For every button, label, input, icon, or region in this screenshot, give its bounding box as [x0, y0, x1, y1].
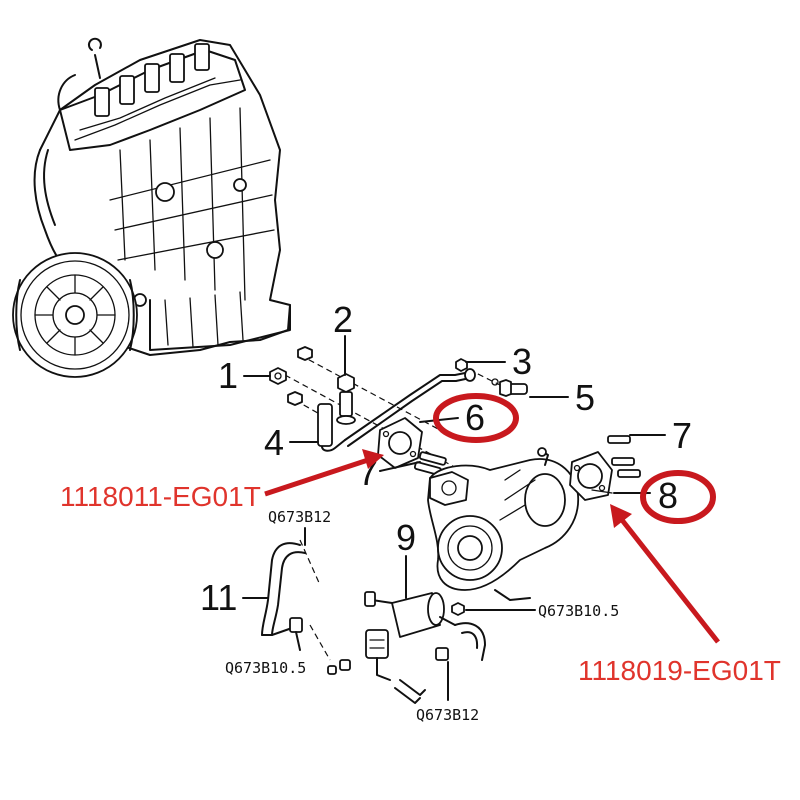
fastener-codes: Q673B12 Q673B10.5 Q673B10.5 Q673B12: [225, 508, 619, 724]
highlight-ring-8: [640, 470, 716, 524]
arrow-to-part-6: [264, 457, 369, 497]
part-4-oil-pipe: [317, 368, 476, 452]
part-6-number-label: 1118011-EG01T: [60, 481, 261, 512]
callout-3: 3: [512, 341, 532, 382]
callout-2: 2: [333, 299, 353, 340]
callout-11: 11: [200, 577, 237, 618]
part-2-union-bolt: [336, 373, 356, 425]
part-3-bolt: [455, 358, 499, 386]
part-8-number-label: 1118019-EG01T: [578, 655, 781, 686]
code-q673b105-right: Q673B10.5: [538, 602, 619, 620]
code-q673b12-bottom: Q673B12: [416, 706, 479, 724]
callout-4: 4: [264, 422, 284, 463]
part-7-studs-right: [607, 435, 641, 478]
code-q673b12-top: Q673B12: [268, 508, 331, 526]
part-11-hose: [261, 542, 306, 636]
callout-1: 1: [218, 355, 238, 396]
part-6-gasket: [377, 417, 423, 469]
leader-lines: [242, 335, 666, 701]
code-q673b105-left: Q673B10.5: [225, 659, 306, 677]
highlight-part-8: 1118019-EG01T: [578, 470, 781, 686]
callout-7-right: 7: [672, 415, 692, 456]
clip-q673b105: [451, 602, 465, 616]
part-5-stud: [499, 379, 528, 397]
vacuum-hose-right: [394, 622, 486, 704]
turbocharger: [427, 447, 579, 601]
callout-6: 6: [465, 397, 485, 438]
callout-9: 9: [396, 517, 416, 558]
part-1-nut: [269, 367, 287, 385]
highlight-part-6: 1118011-EG01T: [60, 393, 519, 512]
callout-8: 8: [658, 475, 678, 516]
part-8-gasket: [569, 451, 613, 501]
arrow-to-part-8: [620, 518, 720, 644]
callout-5: 5: [575, 377, 595, 418]
part-washers: [287, 346, 313, 406]
highlight-ring-6: [433, 393, 519, 443]
part-9-canister: [364, 591, 456, 638]
vacuum-solenoid-valve: [327, 629, 391, 681]
engine-block-illustration: [12, 37, 291, 378]
